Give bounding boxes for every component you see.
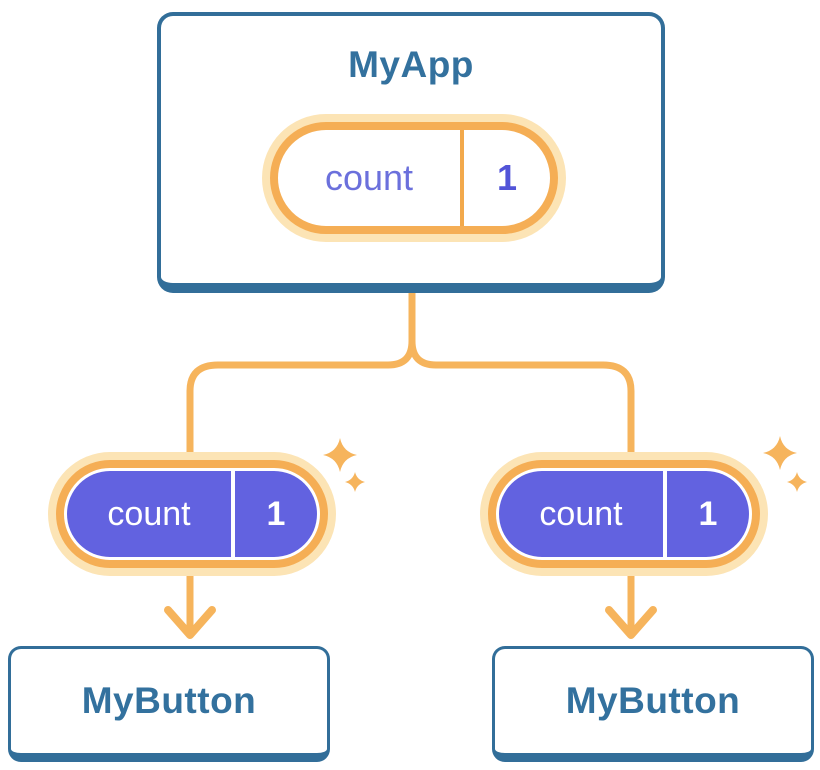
component-card-mybutton-left: MyButton (8, 646, 330, 762)
state-pill-child-right: count 1 (488, 460, 760, 568)
component-title: MyApp (348, 44, 474, 85)
arrow-right-head (605, 606, 657, 639)
state-label: count (107, 494, 191, 533)
pill-divider (231, 471, 235, 557)
pill-divider (460, 130, 464, 226)
component-title: MyButton (565, 680, 741, 721)
branch-left-wire (186, 286, 416, 472)
state-pill-body: count 1 (67, 471, 317, 557)
sparkle-icon (787, 472, 807, 492)
sparkle-icon (323, 438, 357, 472)
state-label: count (324, 157, 414, 198)
component-card-mybutton-right: MyButton (492, 646, 814, 762)
state-pill-root: count 1 (270, 122, 558, 234)
state-value: 1 (266, 494, 286, 533)
state-pill-body: count 1 (278, 130, 550, 226)
state-pill-body: count 1 (499, 471, 749, 557)
sparkle-icon (763, 436, 797, 470)
pill-divider (663, 471, 667, 557)
state-value: 1 (698, 494, 718, 533)
state-label: count (539, 494, 623, 533)
state-value: 1 (496, 157, 518, 198)
state-pill-child-left: count 1 (56, 460, 328, 568)
sparkle-icon (345, 472, 365, 492)
branch-right-wire (408, 286, 635, 472)
component-title: MyButton (81, 680, 257, 721)
arrow-left-head (164, 606, 216, 639)
component-card-myapp: MyApp (157, 12, 665, 293)
